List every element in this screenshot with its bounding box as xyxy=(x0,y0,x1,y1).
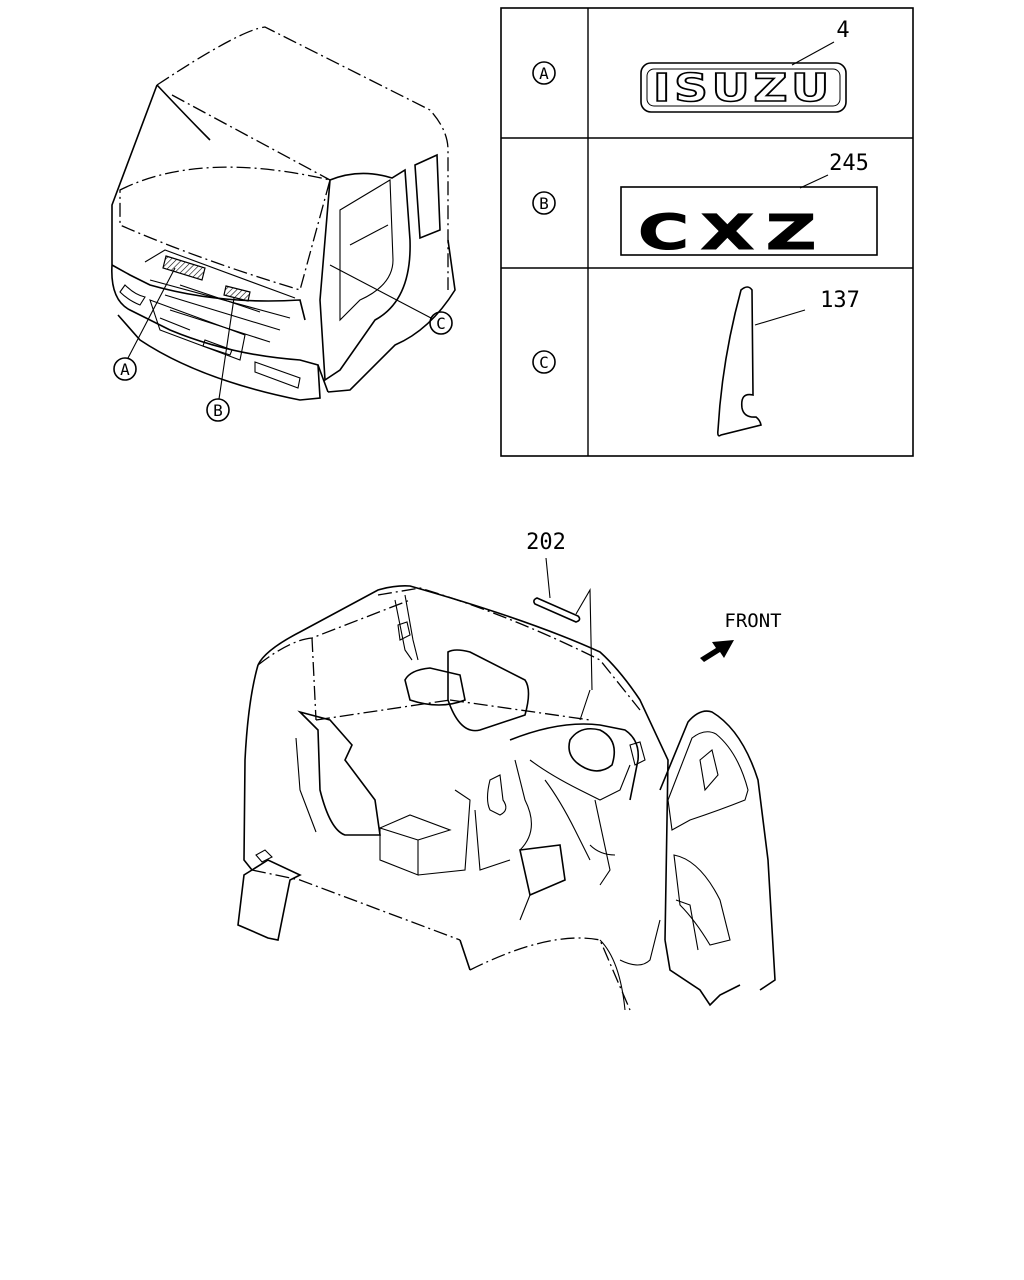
cab-interior-illustration: 202 FRONT xyxy=(237,530,782,1011)
front-direction-label: FRONT xyxy=(724,610,781,632)
row-b-marker: B xyxy=(539,194,549,213)
isuzu-emblem: ISUZU xyxy=(640,62,847,113)
row-a-part-number: 4 xyxy=(836,18,849,43)
row-a-marker: A xyxy=(539,64,549,83)
row-c-marker: C xyxy=(539,353,549,372)
callout-b-label: B xyxy=(213,401,223,420)
cxz-emblem-text: CXZ xyxy=(638,205,828,261)
table-row-c: C 137 xyxy=(532,286,860,437)
pillar-trim-part xyxy=(717,286,762,437)
row-c-part-number: 137 xyxy=(820,288,860,313)
table-row-a: A 4 ISUZU xyxy=(532,18,850,113)
truck-front-illustration xyxy=(111,26,456,401)
callout-b-marker: B xyxy=(206,398,230,422)
part-202-number: 202 xyxy=(526,530,566,555)
callout-c-label: C xyxy=(436,314,446,333)
callout-table: A 4 ISUZU B 245 CXZ C 137 xyxy=(500,7,914,457)
callout-a-marker: A xyxy=(113,357,137,381)
callout-a-label: A xyxy=(120,360,130,379)
isuzu-emblem-text: ISUZU xyxy=(653,66,833,110)
cxz-emblem: CXZ xyxy=(620,186,878,262)
row-b-part-number: 245 xyxy=(829,151,869,176)
table-row-b: B 245 CXZ xyxy=(532,151,878,262)
front-arrow-icon xyxy=(700,640,734,662)
callout-c-marker: C xyxy=(429,311,453,335)
part-202-strip xyxy=(533,597,581,623)
